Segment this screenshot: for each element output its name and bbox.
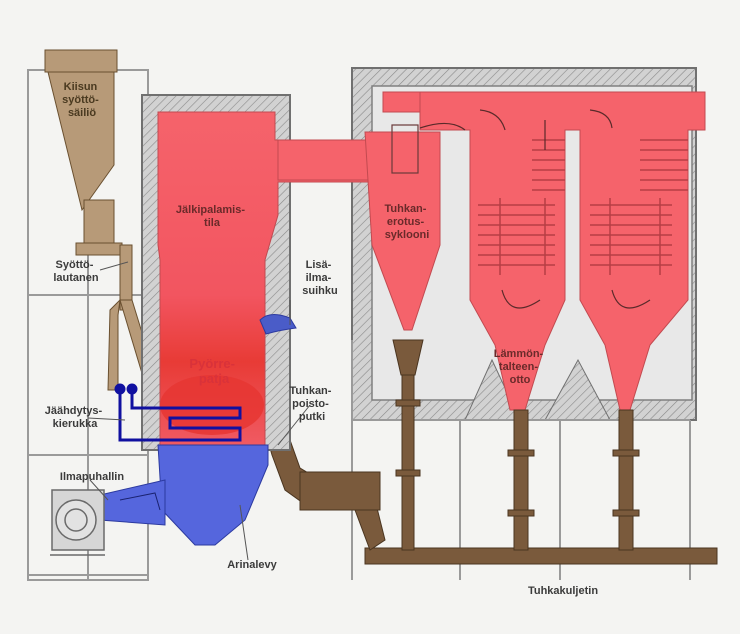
air-fan xyxy=(50,489,105,556)
label-lisailmasuihku: Lisä- ilma- suihku xyxy=(302,259,337,297)
air-supply xyxy=(99,314,297,546)
ash-conveyor-system xyxy=(264,339,718,565)
label-tuhkanerotussyklooni: Tuhkan- erotus- syklooni xyxy=(384,203,429,241)
label-pyorrepatja: Pyörre- patja xyxy=(189,356,238,386)
heat-recovery-flow-arrows xyxy=(479,109,651,309)
leader-lines xyxy=(87,261,311,561)
ash-separation-cyclone xyxy=(364,122,466,331)
heat-exchanger-tubes xyxy=(478,139,688,275)
fluidized-bed xyxy=(160,375,264,435)
label-kiisun-syottosailio: Kiisun syöttö- säiliö xyxy=(62,81,102,119)
label-lammontalteenotto: Lämmön- talteen- otto xyxy=(494,348,547,386)
label-ilmapuhallin: Ilmapuhallin xyxy=(60,471,124,483)
label-jalkipalamistila: Jälkipalamis- tila xyxy=(176,204,248,229)
label-arinalevy: Arinalevy xyxy=(227,559,277,571)
label-tuhkakuljetin: Tuhkakuljetin xyxy=(528,585,598,597)
label-jaahdytyskierukka: Jäähdytys- kierukka xyxy=(45,405,106,430)
label-tuhkanpoistoputki: Tuhkan- poisto- putki xyxy=(289,385,334,423)
cooling-coil xyxy=(114,383,242,442)
label-syottolautanen: Syöttö- lautanen xyxy=(53,259,99,284)
